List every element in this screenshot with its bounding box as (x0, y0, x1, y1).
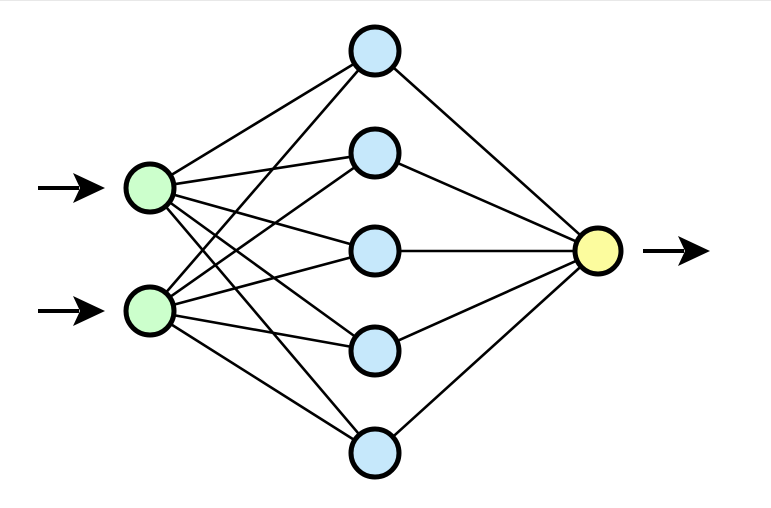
input-arrow-bottom-head (73, 296, 105, 326)
edge-i2-h1 (164, 67, 361, 295)
edge-i1-h4 (167, 200, 358, 339)
edge-i2-h5 (168, 322, 357, 442)
edge-i1-h2 (172, 155, 353, 186)
network-nodes (123, 24, 624, 480)
edge-h5-o1 (391, 264, 583, 439)
edge-i2-h3 (171, 255, 354, 307)
node-h4[interactable] (348, 324, 402, 378)
edge-i2-h4 (172, 313, 353, 349)
node-h5[interactable] (348, 426, 402, 480)
node-h1[interactable] (348, 24, 402, 78)
node-o1[interactable] (572, 225, 624, 277)
edge-i1-h1 (168, 61, 357, 178)
io-arrows (38, 173, 710, 326)
edge-h4-o1 (395, 258, 579, 343)
edge-i2-h2 (168, 165, 357, 299)
edge-i1-h5 (163, 204, 362, 437)
node-i1[interactable] (123, 161, 177, 215)
node-i2[interactable] (123, 284, 177, 338)
connection-edges (163, 61, 583, 442)
input-arrow-top-icon (38, 173, 105, 203)
output-arrow-head (678, 236, 710, 266)
output-arrow-icon (643, 236, 710, 266)
node-h2[interactable] (348, 126, 402, 180)
edge-h1-o1 (391, 65, 583, 238)
edge-h2-o1 (395, 161, 579, 244)
input-arrow-bottom-icon (38, 296, 105, 326)
input-arrow-top-head (73, 173, 105, 203)
node-h3[interactable] (348, 224, 402, 278)
edge-i1-h3 (171, 192, 354, 247)
